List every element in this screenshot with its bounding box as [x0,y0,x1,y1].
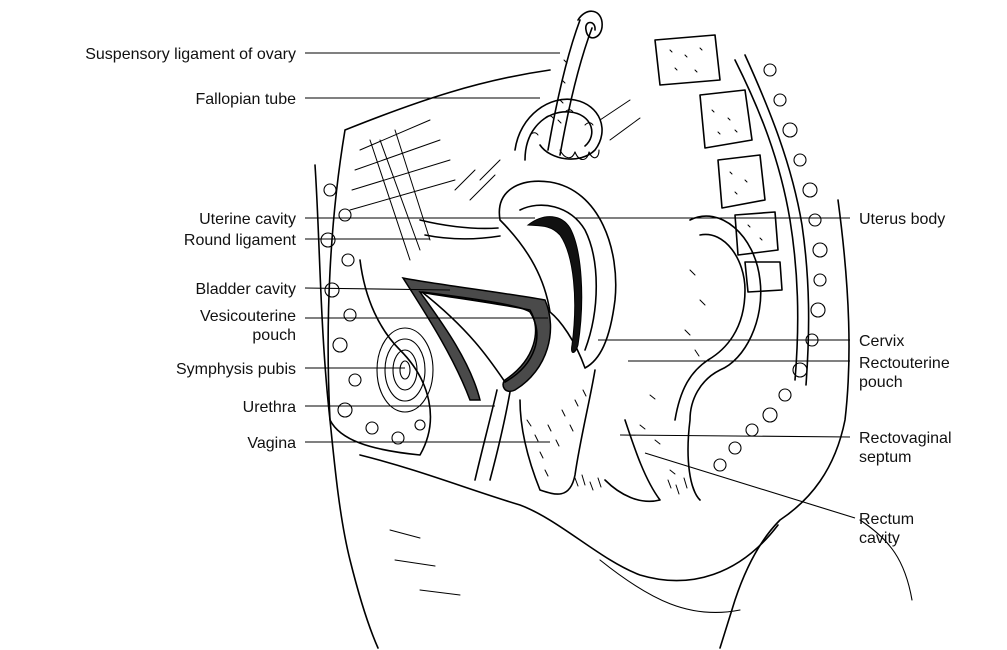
rectovaginal-septum [605,420,660,501]
spinal-canal [735,55,809,385]
label-rectovaginal-line1: Rectovaginal [859,430,952,447]
label-cervix: Cervix [859,333,904,350]
label-vesicouterine-line2: pouch [252,327,296,344]
label-vesicouterine-line1: Vesicouterine [200,308,296,325]
anatomy-drawing [315,11,912,648]
label-rectouterine-line1: Rectouterine [859,355,950,372]
posterior-fat-texture [714,64,827,471]
label-rectum-line2: cavity [859,530,900,547]
label-uterine-cavity: Uterine cavity [199,211,296,228]
labels-right: Uterus body Cervix Rectouterine pouch Re… [859,211,952,547]
vertebrae-dots [670,48,762,240]
posterior-body-outline [720,200,849,648]
label-suspensory-ligament: Suspensory ligament of ovary [85,46,296,63]
pubic-bone [315,165,430,455]
label-rectouterine-line2: pouch [859,374,903,391]
label-vagina: Vagina [247,435,296,452]
bladder-wall [403,278,551,400]
suspensory-ligament [548,20,592,155]
rectum-outline [688,216,761,500]
fallopian-tube [515,99,602,160]
label-bladder-cavity: Bladder cavity [196,281,297,298]
label-rectovaginal-line2: septum [859,449,911,466]
leader-rectovaginal-septum [620,435,850,437]
urethra-tube [475,390,510,480]
symphysis-whorl [377,328,433,412]
label-rectum-line1: Rectum [859,511,914,528]
label-uterus-body: Uterus body [859,211,945,228]
anterior-body-outline [328,70,550,648]
label-fallopian-tube: Fallopian tube [195,91,296,108]
sacrum-vertebrae [655,35,782,292]
vagina-walls [520,370,595,494]
round-ligament [420,220,500,239]
labels-left: Suspensory ligament of ovary Fallopian t… [85,46,296,452]
label-symphysis-pubis: Symphysis pubis [176,361,296,378]
label-urethra: Urethra [243,399,296,416]
label-round-ligament: Round ligament [184,232,297,249]
pubic-bone-texture [321,184,425,444]
rectum-inner [675,234,745,420]
perineum-outline [360,455,778,581]
anal-marks-left [575,475,601,490]
